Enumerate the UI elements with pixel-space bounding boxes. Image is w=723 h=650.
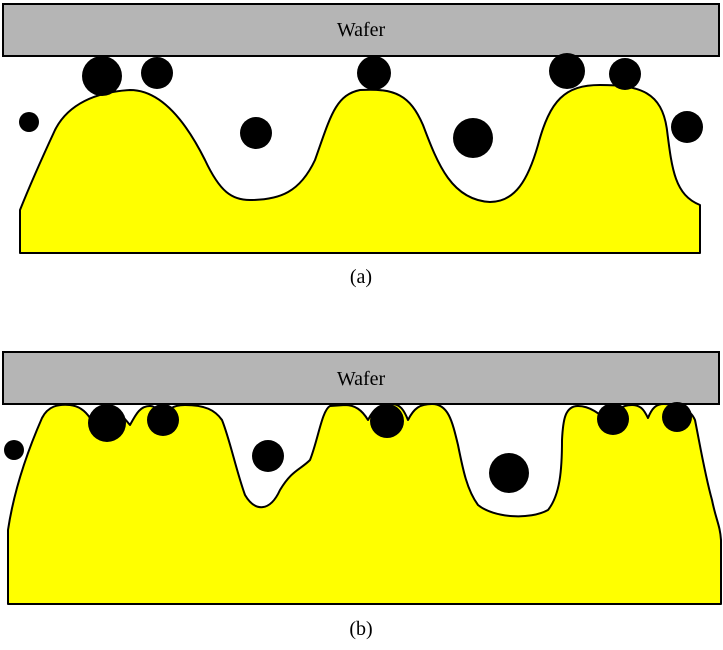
- particle: [252, 440, 284, 472]
- wafer-label-b: Wafer: [337, 368, 386, 390]
- abrasive-particles-a: [19, 53, 703, 158]
- particle: [19, 112, 39, 132]
- particle: [357, 56, 391, 90]
- wafer-label-a: Wafer: [337, 19, 386, 41]
- panel-b: Wafer (b): [2, 351, 722, 640]
- particle: [453, 118, 493, 158]
- particle: [240, 117, 272, 149]
- particle: [88, 404, 126, 442]
- particle: [141, 57, 173, 89]
- particle: [147, 404, 179, 436]
- particle: [4, 440, 24, 460]
- wafer-b: [2, 351, 720, 405]
- wafer-a: [2, 3, 720, 57]
- panel-caption-a: (a): [350, 266, 372, 288]
- particle: [662, 402, 692, 432]
- particle: [549, 53, 585, 89]
- panel-a: Wafer (a): [2, 3, 720, 288]
- polishing-pad-a: [19, 84, 701, 254]
- particle: [82, 56, 122, 96]
- particle: [609, 58, 641, 90]
- particle: [489, 453, 529, 493]
- particle: [370, 404, 404, 438]
- particle: [671, 111, 703, 143]
- panel-caption-b: (b): [349, 618, 372, 640]
- particle: [597, 403, 629, 435]
- abrasive-particles-b: [4, 402, 692, 493]
